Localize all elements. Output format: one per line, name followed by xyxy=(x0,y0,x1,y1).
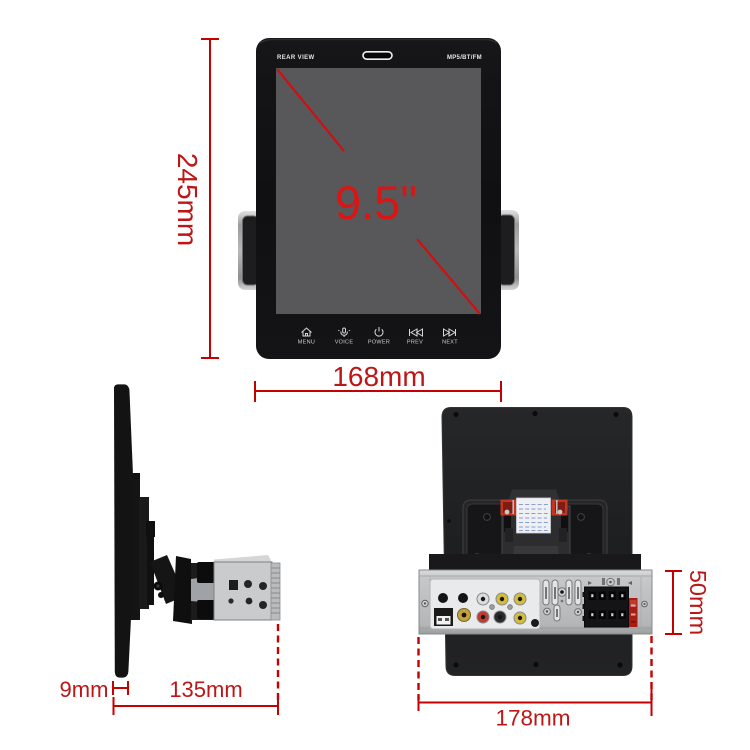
svg-text:178mm: 178mm xyxy=(495,706,570,731)
svg-text:MENU: MENU xyxy=(298,340,315,346)
svg-text:50mm: 50mm xyxy=(685,570,711,635)
svg-text:MP5/BT/FM: MP5/BT/FM xyxy=(447,55,482,61)
svg-text:NEXT: NEXT xyxy=(442,340,458,346)
svg-text:9mm: 9mm xyxy=(60,677,109,702)
svg-text:168mm: 168mm xyxy=(332,361,425,392)
svg-text:PREV: PREV xyxy=(407,340,423,346)
svg-text:9.5": 9.5" xyxy=(335,176,417,229)
svg-text:135mm: 135mm xyxy=(169,677,242,702)
svg-text:245mm: 245mm xyxy=(172,153,203,246)
svg-text:REAR VIEW: REAR VIEW xyxy=(277,55,315,61)
svg-text:VOICE: VOICE xyxy=(335,340,354,346)
svg-text:POWER: POWER xyxy=(368,340,390,346)
